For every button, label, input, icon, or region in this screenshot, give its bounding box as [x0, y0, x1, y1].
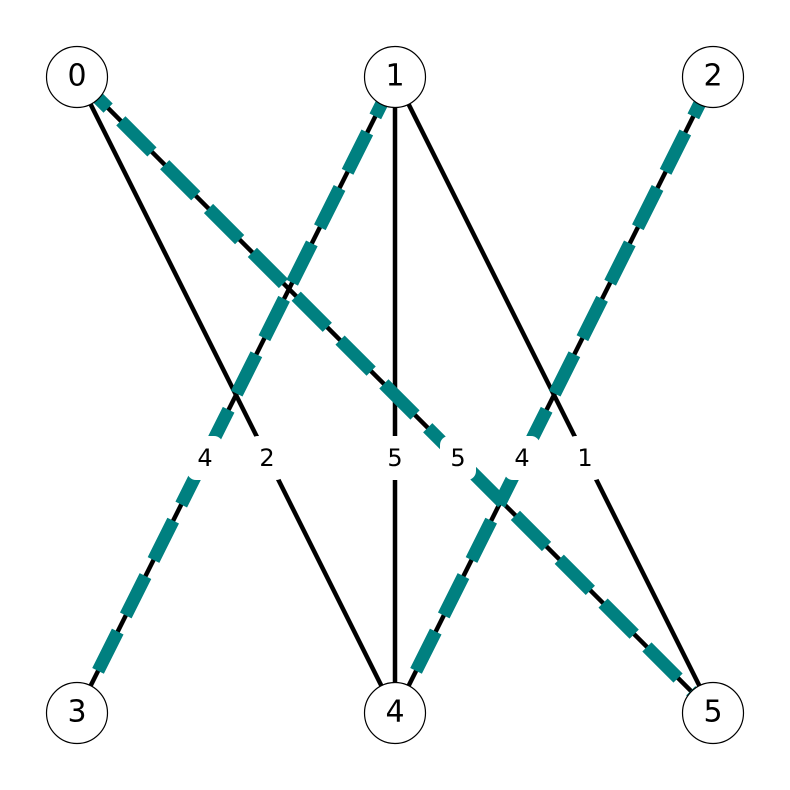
node-1[interactable]: 1 — [363, 45, 427, 109]
svg-text:1: 1 — [577, 444, 592, 472]
node-label-0: 0 — [67, 59, 86, 94]
edge-labels-layer: 4 2 5 5 4 1 — [187, 436, 603, 480]
edge-label-0-4: 2 — [249, 436, 285, 480]
edge-label-0-5: 5 — [440, 436, 476, 480]
node-label-1: 1 — [385, 59, 404, 94]
svg-text:2: 2 — [259, 444, 274, 472]
edge-label-1-5: 1 — [567, 436, 603, 480]
edge-label-1-3: 4 — [187, 436, 223, 480]
node-5[interactable]: 5 — [681, 681, 745, 745]
node-label-4: 4 — [385, 695, 404, 730]
nodes-layer: 0 1 2 3 4 5 — [45, 45, 745, 745]
edge-2-4-highlight — [389, 74, 719, 716]
svg-text:5: 5 — [387, 444, 402, 472]
edges-layer — [71, 72, 719, 718]
edge-0-5-highlight — [72, 72, 718, 718]
svg-text:5: 5 — [450, 444, 465, 472]
svg-text:4: 4 — [514, 444, 529, 472]
svg-text:4: 4 — [197, 444, 212, 472]
node-2[interactable]: 2 — [681, 45, 745, 109]
node-label-5: 5 — [703, 695, 722, 730]
edge-label-1-4: 5 — [377, 436, 413, 480]
edge-label-2-4: 4 — [504, 436, 540, 480]
node-label-3: 3 — [67, 695, 86, 730]
node-label-2: 2 — [703, 59, 722, 94]
node-4[interactable]: 4 — [363, 681, 427, 745]
node-3[interactable]: 3 — [45, 681, 109, 745]
edge-1-3-highlight — [71, 74, 401, 716]
node-0[interactable]: 0 — [45, 45, 109, 109]
